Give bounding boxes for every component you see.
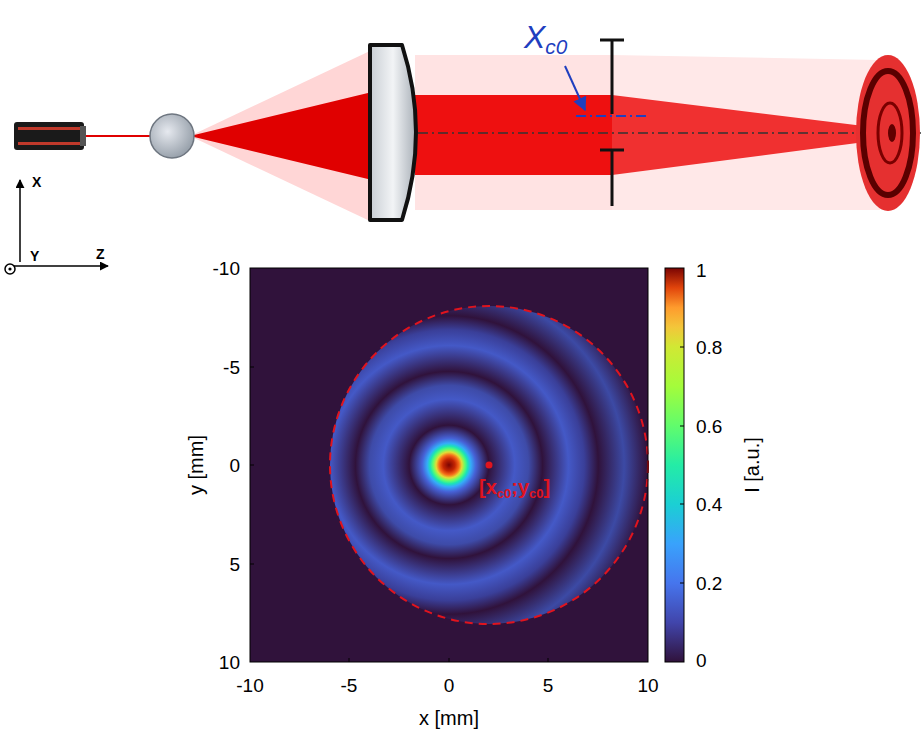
tick-label: -10 <box>236 676 263 695</box>
label-text: [x <box>479 476 497 498</box>
colorbar-tick: 0.6 <box>696 417 722 436</box>
label-text: 10 <box>637 675 658 696</box>
center-label: [xc0;yc0] <box>479 477 550 500</box>
axis-letter: Y <box>30 249 39 263</box>
label-text: -5 <box>341 675 358 696</box>
label-text: x [mm] <box>419 707 479 729</box>
colorbar-tick: 0.4 <box>696 495 722 514</box>
label-text: ;y <box>511 476 529 498</box>
label-text: 0.8 <box>696 337 722 358</box>
tick-label: 10 <box>219 653 240 672</box>
tick-label: 5 <box>543 676 554 695</box>
label-text: 0.6 <box>696 416 722 437</box>
label-text: 5 <box>543 675 554 696</box>
axis-title: y [mm] <box>186 435 206 495</box>
label-text: 0.4 <box>696 494 722 515</box>
label-text: -10 <box>236 675 263 696</box>
label-text: ] <box>544 476 551 498</box>
label-text: 0.2 <box>696 573 722 594</box>
tick-label: -10 <box>213 259 240 278</box>
label-text: y [mm] <box>185 435 207 495</box>
tick-label: -5 <box>223 358 240 377</box>
label-text: -5 <box>223 357 240 378</box>
label-text: 5 <box>229 554 240 575</box>
colorbar-title: I [a.u.] <box>742 437 762 493</box>
subscript-text: c0 <box>529 485 543 500</box>
axis-letter: X <box>32 175 41 189</box>
aperture-offset-label: Xc0 <box>524 21 567 58</box>
label-text: 0 <box>444 675 455 696</box>
axis-title: x [mm] <box>419 708 479 728</box>
label-text: Z <box>96 246 105 262</box>
colorbar-tick: 0.8 <box>696 338 722 357</box>
colorbar-tick: 0.2 <box>696 574 722 593</box>
axis-letter: Z <box>96 247 105 261</box>
tick-label: 10 <box>637 676 658 695</box>
label-text: X <box>524 19 545 55</box>
label-text: X <box>32 174 41 190</box>
label-text: 0 <box>229 455 240 476</box>
label-text: Y <box>30 248 39 264</box>
tick-label: 5 <box>229 555 240 574</box>
tick-label: 0 <box>444 676 455 695</box>
colorbar-tick: 0 <box>696 651 707 670</box>
label-text: -10 <box>213 258 240 279</box>
subscript-text: c0 <box>545 36 567 59</box>
label-text: 10 <box>219 652 240 673</box>
label-text: I [a.u.] <box>741 437 763 493</box>
subscript-text: c0 <box>497 485 511 500</box>
tick-label: 0 <box>229 456 240 475</box>
tick-label: -5 <box>341 676 358 695</box>
label-text: 1 <box>696 260 707 281</box>
colorbar-tick: 1 <box>696 261 707 280</box>
label-text: 0 <box>696 650 707 671</box>
